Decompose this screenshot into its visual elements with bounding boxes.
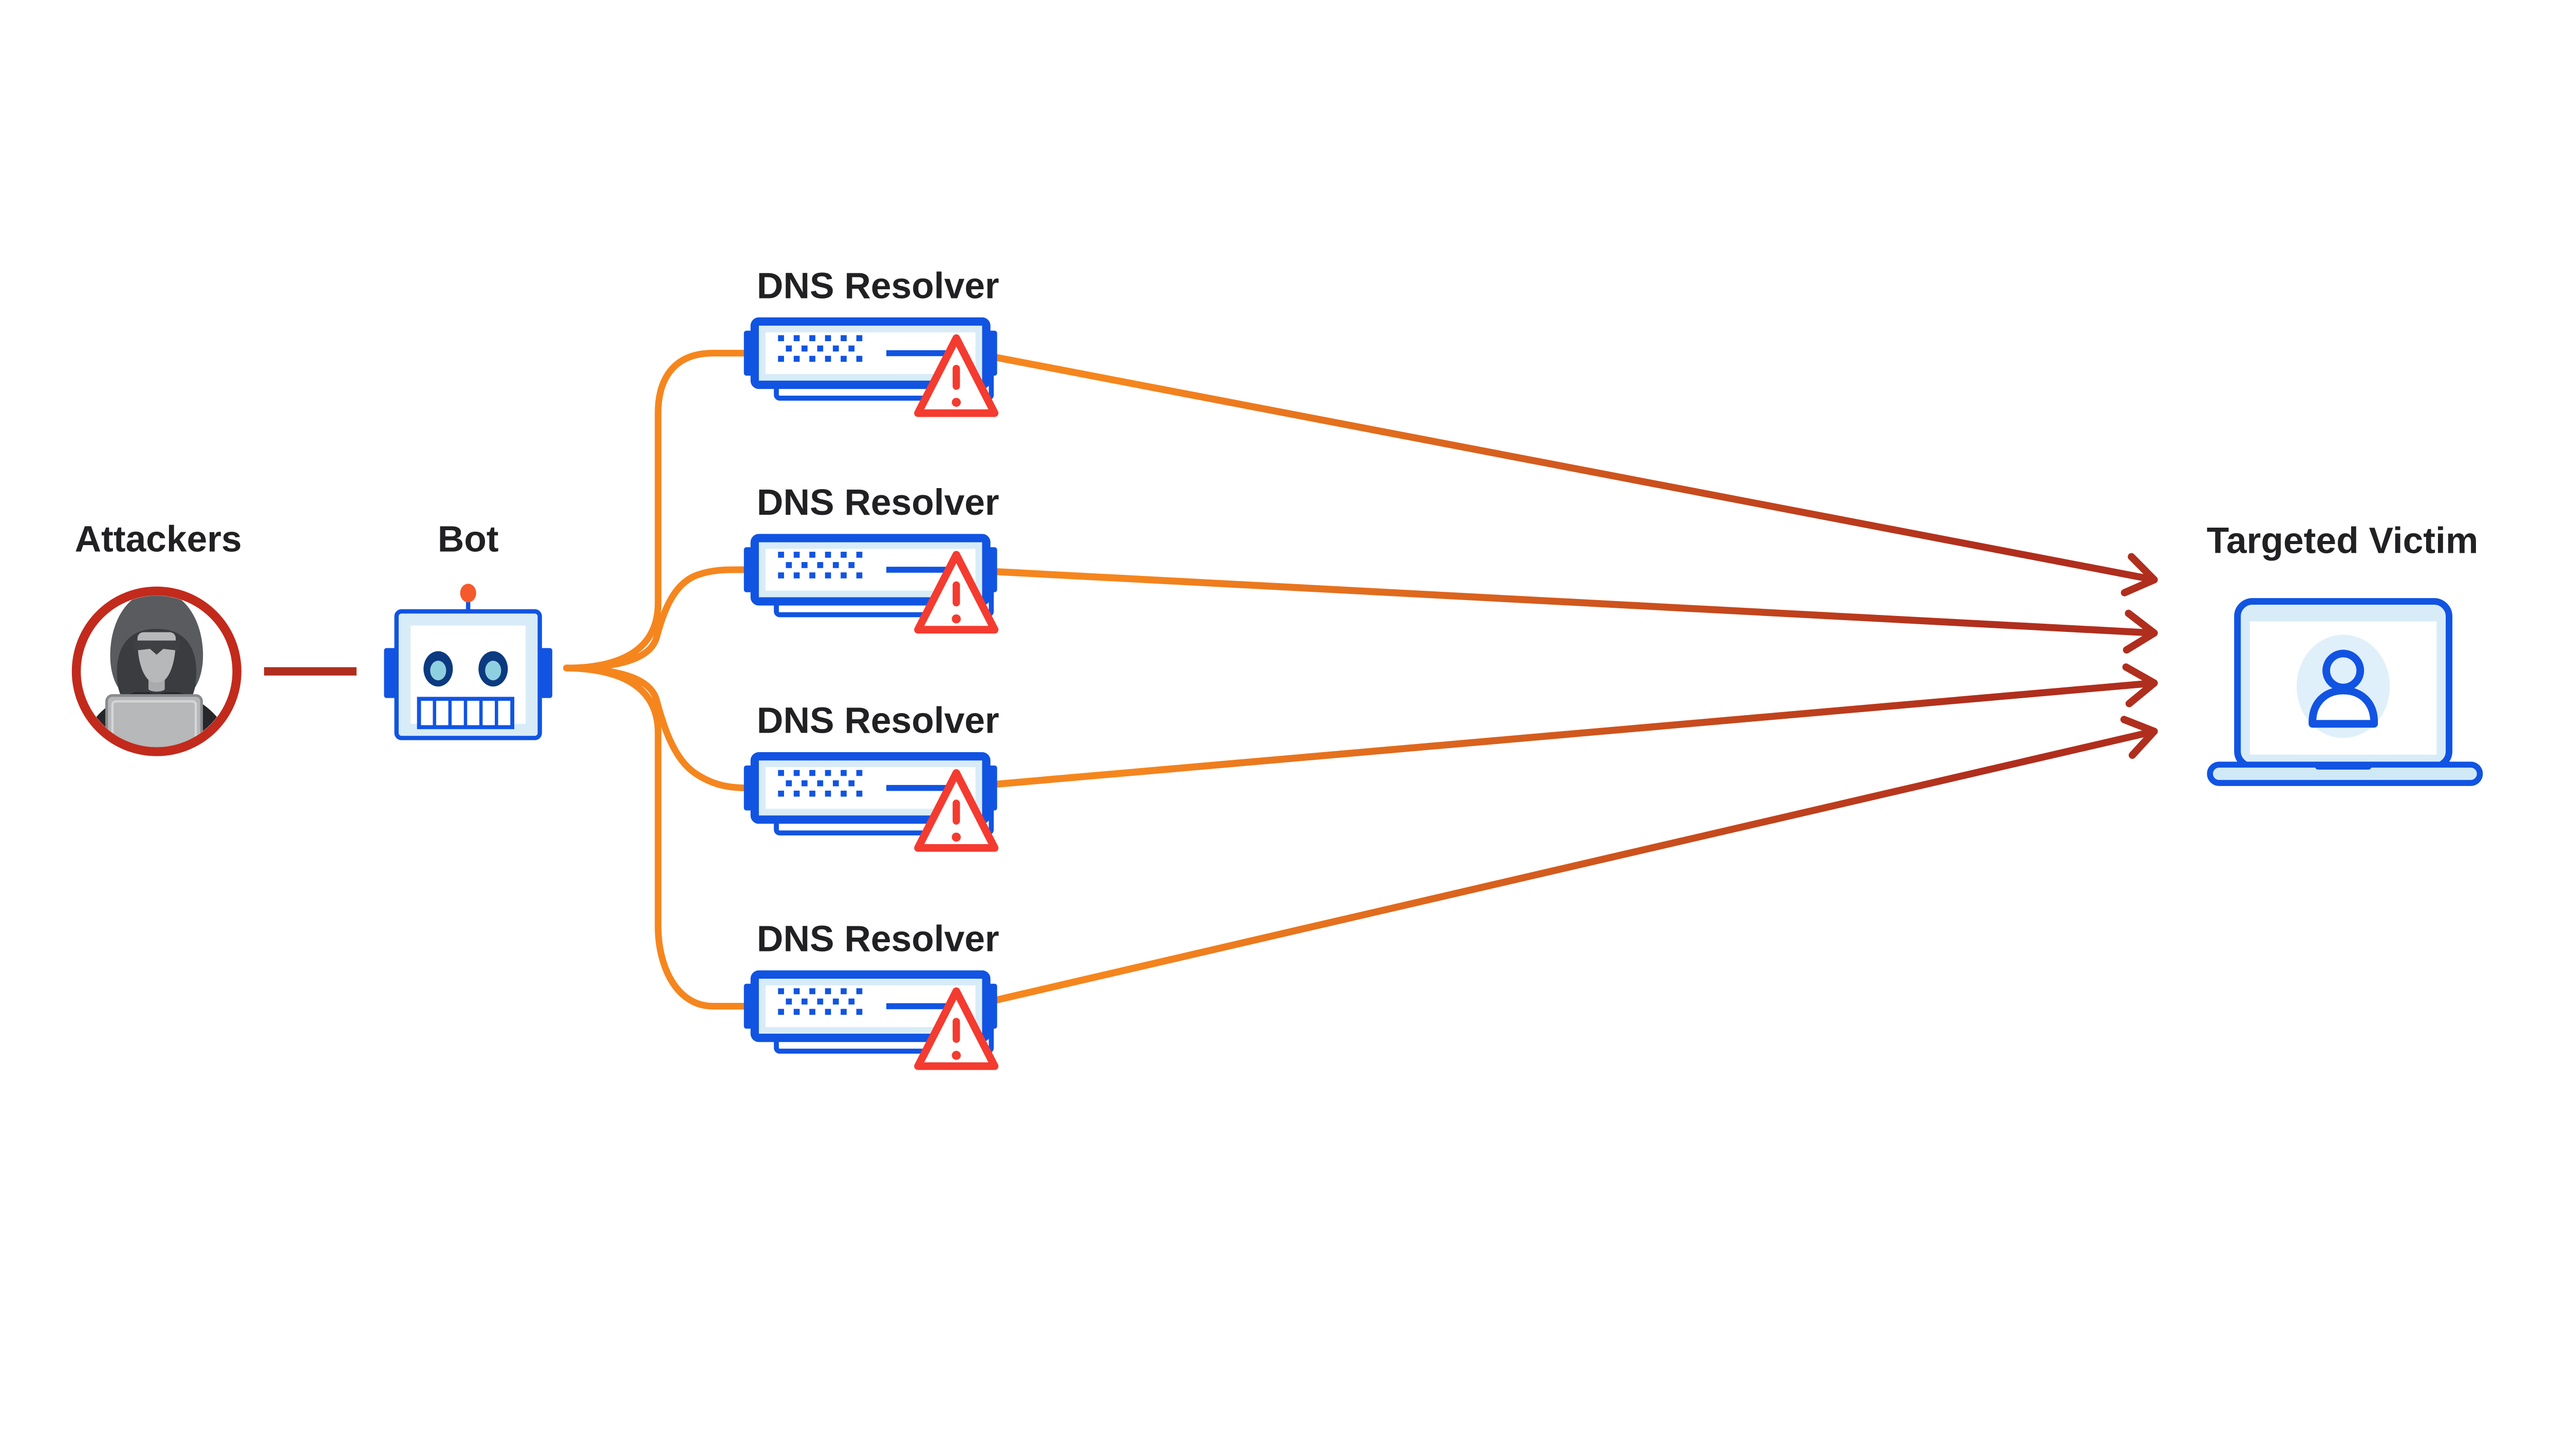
attack-arrow-2: [991, 568, 2158, 654]
attack-arrow-1: [991, 353, 2158, 596]
resolver-label: DNS Resolver: [757, 265, 999, 306]
victim-label: Targeted Victim: [2207, 520, 2479, 562]
resolver-node-4: DNS Resolver: [744, 918, 999, 1066]
resolver-label: DNS Resolver: [757, 918, 999, 959]
dns-resolver-icon-4: [744, 975, 997, 1066]
attack-arrow-4: [990, 716, 2158, 1005]
resolver-node-1: DNS Resolver: [744, 265, 999, 413]
attacker-red-ring: [71, 586, 241, 756]
laptop-user-icon: [2207, 598, 2483, 786]
resolver-to-victim-attack-lines: [990, 353, 2158, 1005]
ddos-attack-diagram: Attackers Bot: [71, 265, 2483, 1071]
dns-resolver-icon-3: [744, 756, 997, 848]
bot-to-resolver-branches: [563, 349, 752, 1010]
attackers-node: Attackers: [71, 518, 242, 756]
laptop-base-notch: [2315, 762, 2372, 770]
branch-to-resolver-1: [563, 349, 752, 671]
attackers-label: Attackers: [75, 518, 241, 559]
bot-node: Bot: [384, 518, 552, 740]
branch-to-resolver-3: [563, 664, 752, 792]
attack-arrow-3: [991, 663, 2158, 789]
dns-resolver-icon-1: [744, 322, 997, 413]
robot-head-icon: [384, 584, 552, 740]
hacker-sunglasses: [132, 640, 181, 655]
branch-to-resolver-2: [563, 566, 752, 671]
bot-label: Bot: [438, 518, 499, 559]
robot-right-eye: [478, 651, 508, 687]
dns-resolver-icon-2: [744, 538, 997, 629]
robot-mouth: [417, 697, 514, 730]
resolver-label: DNS Resolver: [757, 700, 999, 741]
hooded-hacker-laptop-icon: [71, 586, 241, 756]
resolver-label: DNS Resolver: [757, 482, 999, 523]
branch-to-resolver-4: [563, 664, 752, 1010]
victim-node: Targeted Victim: [2207, 520, 2483, 786]
user-person-icon: [2309, 649, 2378, 728]
resolver-node-3: DNS Resolver: [744, 700, 999, 848]
robot-antenna-tip: [460, 584, 476, 603]
resolver-node-2: DNS Resolver: [744, 482, 999, 630]
robot-left-eye: [423, 651, 453, 687]
